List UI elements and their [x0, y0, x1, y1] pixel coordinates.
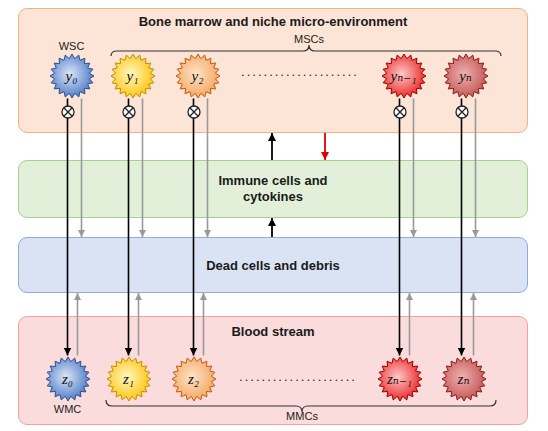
multiply-symbol: [123, 106, 135, 118]
arrow-connector: [142, 99, 144, 238]
spiky-cell: [50, 54, 94, 98]
arrow-connector: [77, 293, 79, 356]
cell-label: y₂: [192, 67, 204, 84]
cell-label: y₁: [127, 67, 139, 84]
cell-type-label: WMC: [54, 403, 82, 415]
arrow-connector: [324, 133, 326, 160]
arrow-connector: [271, 133, 273, 160]
region-band: Dead cells and debris: [18, 237, 528, 293]
cell-label: zₙ₋₁: [387, 370, 412, 388]
spiky-cell: [382, 54, 426, 98]
band-title: Immune cells and cytokines: [213, 173, 333, 205]
cell-node: z₂: [171, 356, 217, 402]
cell-label: y₀: [66, 67, 78, 84]
arrow-connector: [413, 99, 415, 238]
ellipsis: .....................: [241, 64, 359, 79]
cell-node: z₀WMC: [45, 356, 91, 402]
cell-node: y₂: [175, 53, 221, 99]
arrow-connector: [475, 99, 477, 238]
cell-label: yₙ₋₁: [391, 67, 417, 85]
arrow-connector: [128, 99, 130, 356]
arrow-connector: [473, 293, 475, 356]
cell-node: z₁: [106, 356, 152, 402]
group-label: MSCs: [294, 33, 324, 45]
cell-label: yₙ: [459, 67, 472, 85]
arrow-connector: [399, 99, 401, 356]
arrow-connector: [81, 99, 83, 238]
spiky-cell: [107, 357, 151, 401]
spiky-cell: [176, 54, 220, 98]
cell-node: y₁: [110, 53, 156, 99]
band-title: Blood stream: [231, 324, 314, 339]
multiply-symbol: [456, 106, 468, 118]
arrow-connector: [203, 293, 205, 356]
cell-type-label: WSC: [59, 40, 85, 52]
multiply-symbol: [188, 106, 200, 118]
arrow-connector: [67, 99, 69, 356]
spiky-cell: [378, 357, 422, 401]
arrow-connector: [461, 99, 463, 356]
cell-label: z₁: [123, 370, 134, 387]
cell-label: z₀: [62, 370, 73, 387]
group-label: MMCs: [286, 410, 318, 422]
cell-node: WSCy₀: [49, 53, 95, 99]
cell-label: zₙ: [458, 370, 470, 388]
spiky-cell: [46, 357, 90, 401]
cell-node: zₙ₋₁: [377, 356, 423, 402]
cell-node: zₙ: [441, 356, 487, 402]
arrow-connector: [193, 99, 195, 356]
region-band: Immune cells and cytokines: [18, 160, 528, 218]
band-title: Dead cells and debris: [206, 258, 340, 273]
arrow-connector: [271, 218, 273, 237]
spiky-cell: [111, 54, 155, 98]
cell-node: yₙ₋₁: [381, 53, 427, 99]
cell-label: z₂: [188, 370, 199, 387]
band-title: Bone marrow and niche micro-environment: [139, 14, 408, 29]
spiky-cell: [444, 54, 488, 98]
ellipsis: .....................: [239, 369, 357, 384]
curly-brace: [111, 45, 501, 56]
spiky-cell: [442, 357, 486, 401]
arrow-connector: [138, 293, 140, 356]
multiply-symbol: [62, 106, 74, 118]
arrow-connector: [207, 99, 209, 238]
spiky-cell: [172, 357, 216, 401]
multiply-symbol: [394, 106, 406, 118]
cell-node: yₙ: [443, 53, 489, 99]
arrow-connector: [409, 293, 411, 356]
